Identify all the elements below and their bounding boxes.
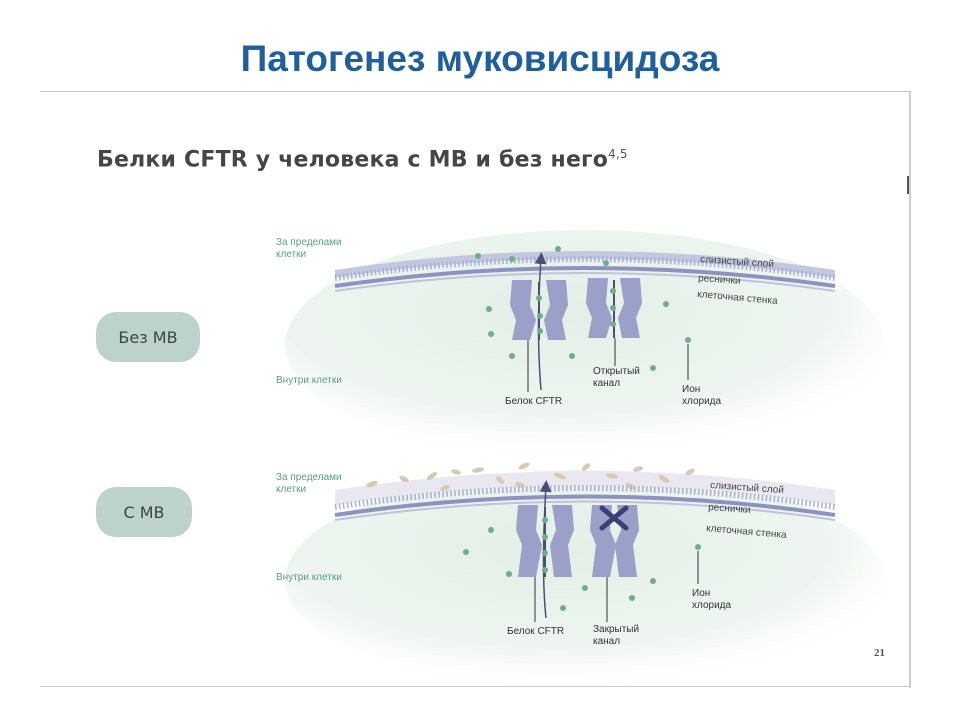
channel-label-line-2: канал	[593, 636, 620, 647]
ion-label-line-2: хлорида	[682, 396, 721, 407]
cell-wall-inner	[334, 500, 836, 521]
cell-wall-inner	[334, 272, 836, 292]
inside-cell-label: Внутри клетки	[276, 375, 342, 386]
cell-interior-glow	[285, 230, 885, 460]
channel-label-line-1: Закрытый	[593, 624, 639, 635]
outside-cell-label-line-1: За пределами	[276, 472, 342, 483]
inside-cell-label: Внутри клетки	[276, 572, 342, 583]
layer-label-mucus: слизистый слой	[700, 254, 774, 270]
protein-label: Белок CFTR	[505, 396, 562, 407]
channel-block-mark	[599, 505, 629, 531]
ion-flow-arrow	[534, 252, 547, 391]
pointer-lines	[534, 551, 699, 622]
cell-wall	[334, 494, 836, 517]
pill-without-cf: Без МВ	[96, 312, 200, 362]
ion-label-line-1: Ион	[682, 384, 700, 395]
frame-right-border	[909, 92, 911, 688]
channel-label-line-1: Открытый	[593, 366, 640, 377]
pill-with-cf: С МВ	[96, 487, 192, 537]
cftr-protein-open-1	[510, 280, 568, 340]
chloride-ions	[463, 517, 701, 611]
layer-label-mucus: слизистый слой	[710, 480, 784, 496]
cftr-protein-open	[516, 505, 574, 577]
figure-subtitle-text: Белки CFTR у человека с МВ и без него	[97, 147, 609, 173]
cell-interior-glow	[285, 470, 885, 690]
cilia-layer	[334, 256, 836, 281]
layer-label-cilia: реснички	[698, 273, 741, 287]
cilia-layer	[334, 485, 836, 510]
outside-cell-label-line-1: За пределами	[276, 237, 342, 248]
outside-cell-label-line-2: клетки	[276, 484, 306, 495]
ion-label-line-2: хлорида	[692, 600, 731, 611]
frame-top-line	[40, 91, 911, 92]
page-number: 21	[874, 647, 885, 659]
outside-cell-label-line-2: клетки	[276, 249, 306, 260]
mucus-particles	[366, 462, 695, 491]
mucus-layer-thick	[335, 471, 835, 505]
figure-subtitle-refs: 4,5	[608, 147, 628, 161]
cftr-protein-open-2	[586, 278, 642, 338]
slide-title: Патогенез муковисцидоза	[240, 38, 720, 79]
cell-wall	[334, 266, 836, 288]
cftr-protein-closed	[590, 505, 639, 577]
ion-flow-arrow	[539, 480, 552, 619]
protein-label: Белок CFTR	[507, 626, 564, 637]
frame-scroll-tick	[907, 176, 909, 194]
layer-label-cilia: реснички	[708, 502, 751, 516]
frame-bottom-line	[40, 686, 911, 687]
mucus-layer	[335, 251, 835, 278]
channel-label-line-2: канал	[593, 378, 620, 389]
figure-subtitle: Белки CFTR у человека с МВ и без него4,5	[97, 147, 628, 172]
pointer-lines	[527, 338, 689, 392]
ion-label-line-1: Ион	[692, 588, 710, 599]
chloride-ions	[475, 246, 691, 371]
